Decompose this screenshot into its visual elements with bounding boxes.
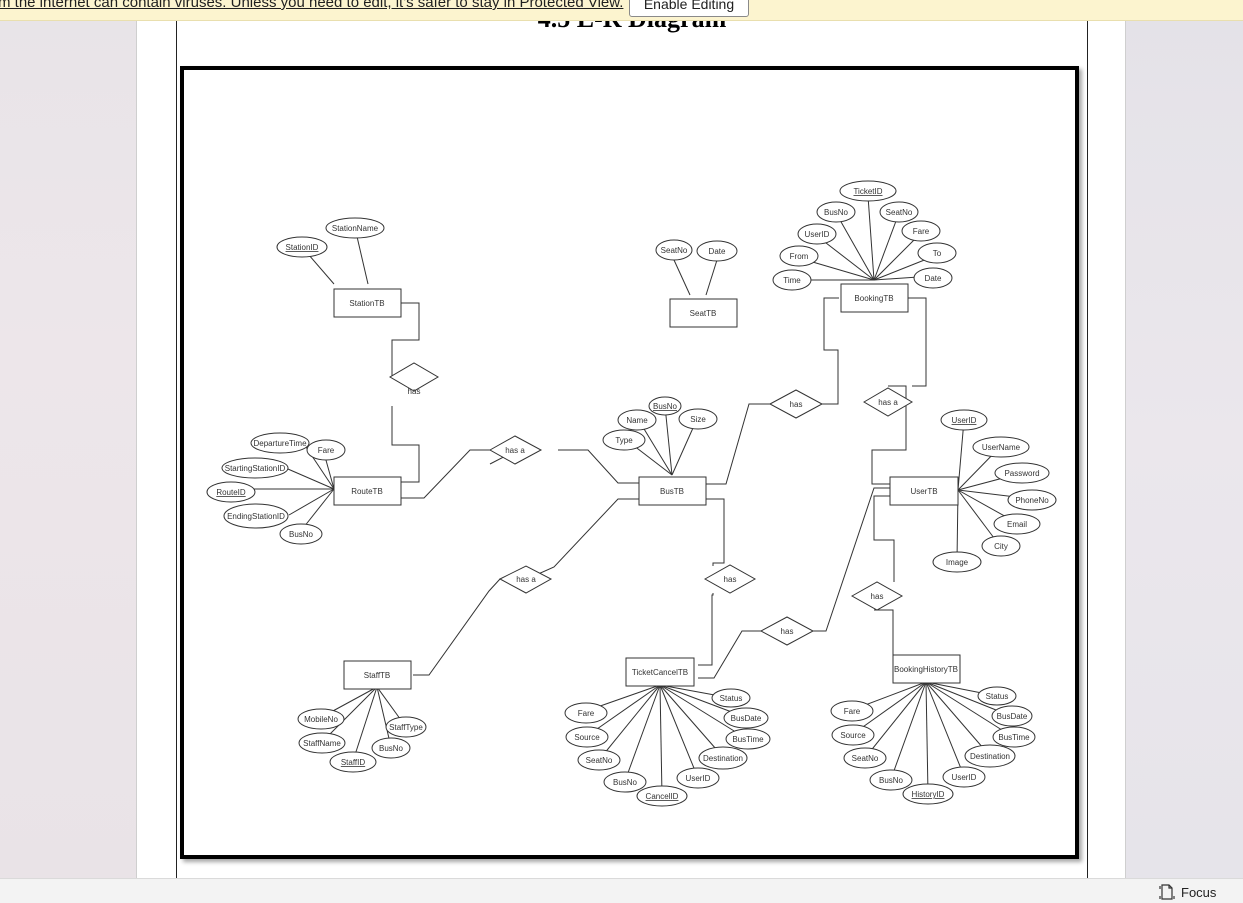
protected-view-message[interactable]: m the internet can contain viruses. Unle… [0, 0, 624, 11]
attr-cancel-fare: Fare [578, 709, 595, 718]
attr-history-source: Source [840, 731, 866, 740]
er-diagram-image[interactable]: StationTB SeatTB BookingTB RouteTB BusTB… [180, 66, 1079, 859]
rel-station-route: has [408, 387, 421, 396]
attr-bus-size: Size [690, 415, 706, 424]
entity-seat: SeatTB [690, 309, 717, 318]
rel-bus-staff: has a [516, 575, 536, 584]
page-text-border [176, 0, 1088, 878]
relationship-diamonds [389, 362, 913, 646]
rel-bus-booking: has [790, 400, 803, 409]
attr-booking-to: To [933, 249, 942, 258]
entity-station: StationTB [349, 299, 384, 308]
window-background-right [1126, 0, 1243, 878]
attr-route-busno: BusNo [289, 530, 314, 539]
attr-route-fare: Fare [318, 446, 335, 455]
rel-cancel-user: has [781, 627, 794, 636]
attr-history-seatno: SeatNo [852, 754, 879, 763]
attribute-ellipses [206, 180, 1057, 807]
attr-booking-fare: Fare [913, 227, 930, 236]
attr-station-name: StationName [332, 224, 379, 233]
attr-cancel-source: Source [574, 733, 600, 742]
attr-booking-time: Time [783, 276, 801, 285]
entity-user: UserTB [910, 487, 937, 496]
entity-rectangles [333, 283, 961, 690]
attr-user-username: UserName [982, 443, 1021, 452]
attr-booking-date: Date [925, 274, 942, 283]
focus-icon [1159, 884, 1175, 900]
attr-history-historyid: HistoryID [912, 790, 945, 799]
attr-staff-mobileno: MobileNo [304, 715, 338, 724]
attr-bus-busno: BusNo [653, 402, 678, 411]
attr-cancel-bustime: BusTime [732, 735, 764, 744]
attr-cancel-seatno: SeatNo [586, 756, 613, 765]
attr-booking-from: From [790, 252, 809, 261]
rel-route-bus: has a [505, 446, 525, 455]
entity-route: RouteTB [351, 487, 383, 496]
attr-cancel-userid: UserID [686, 774, 711, 783]
attr-history-bustime: BusTime [998, 733, 1030, 742]
attr-history-userid: UserID [952, 773, 977, 782]
connector-lines [252, 195, 1033, 797]
attr-user-email: Email [1007, 520, 1027, 529]
attr-booking-ticketid: TicketID [853, 187, 882, 196]
rel-bus-cancel: has [724, 575, 737, 584]
attr-booking-userid: UserID [805, 230, 830, 239]
focus-mode-button[interactable]: Focus [1158, 883, 1216, 901]
status-bar: Focus [0, 878, 1243, 903]
attr-route-endingstationid: EndingStationID [227, 512, 285, 521]
attr-bus-name: Name [626, 416, 648, 425]
entity-bus: BusTB [660, 487, 684, 496]
attr-route-routeid: RouteID [216, 488, 246, 497]
protected-view-bar: m the internet can contain viruses. Unle… [0, 0, 1243, 21]
window-background-left [0, 0, 136, 878]
entity-booking: BookingTB [854, 294, 893, 303]
attr-cancel-destination: Destination [703, 754, 743, 763]
attr-staff-staffid: StaffID [341, 758, 366, 767]
attr-bus-type: Type [615, 436, 633, 445]
attr-history-destination: Destination [970, 752, 1010, 761]
attr-user-city: City [994, 542, 1008, 551]
attr-seat-seatno: SeatNo [661, 246, 688, 255]
focus-label: Focus [1181, 884, 1217, 900]
attr-station-id: StationID [286, 243, 319, 252]
attr-seat-date: Date [709, 247, 726, 256]
attr-route-startingstationid: StartingStationID [225, 464, 286, 473]
attr-staff-staffname: StaffName [303, 739, 341, 748]
attr-staff-stafftype: StaffType [389, 723, 423, 732]
attr-route-departuretime: DepartureTime [253, 439, 307, 448]
attr-booking-seatno: SeatNo [886, 208, 913, 217]
attr-history-fare: Fare [844, 707, 861, 716]
rel-booking-user: has a [878, 398, 898, 407]
attr-user-password: Password [1004, 469, 1039, 478]
attr-cancel-status: Status [720, 694, 743, 703]
attr-history-busno: BusNo [879, 776, 904, 785]
attr-staff-busno: BusNo [379, 744, 404, 753]
attr-user-userid: UserID [952, 416, 977, 425]
attr-history-status: Status [986, 692, 1009, 701]
attr-cancel-cancelid: CancelID [646, 792, 679, 801]
entity-ticket-cancel: TicketCancelTB [632, 668, 688, 677]
attr-cancel-busno: BusNo [613, 778, 638, 787]
attr-history-busdate: BusDate [997, 712, 1028, 721]
enable-editing-button[interactable]: Enable Editing [629, 0, 749, 17]
attr-user-image: Image [946, 558, 969, 567]
attr-cancel-busdate: BusDate [731, 714, 762, 723]
attr-user-phoneno: PhoneNo [1015, 496, 1049, 505]
er-diagram-svg: StationTB SeatTB BookingTB RouteTB BusTB… [206, 180, 1057, 807]
attr-booking-busno: BusNo [824, 208, 849, 217]
entity-staff: StaffTB [364, 671, 391, 680]
rel-user-history: has [871, 592, 884, 601]
entity-booking-history: BookingHistoryTB [894, 665, 958, 674]
